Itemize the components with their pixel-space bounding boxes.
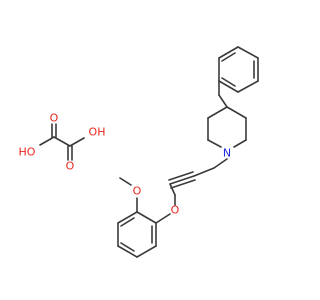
- molecule-drawing: N O O O O HO OH: [19, 46, 259, 258]
- ether-bonds: [155, 213, 171, 224]
- methoxy-bonds: [119, 177, 138, 213]
- bond: [136, 245, 157, 258]
- nitrogen-label: N: [223, 147, 231, 160]
- triple-bond-b: [168, 171, 194, 181]
- bond: [237, 46, 259, 59]
- aromatic-bond: [221, 52, 236, 62]
- bond: [226, 106, 247, 119]
- bond: [117, 211, 138, 224]
- oxalic-oxygen-top-label: O: [50, 112, 59, 125]
- butynyl-chain: [168, 158, 228, 206]
- bond: [233, 139, 247, 148]
- aromatic-bond: [221, 77, 236, 87]
- bond: [39, 136, 55, 146]
- bond: [69, 137, 85, 147]
- methoxy-oxygen-label: O: [133, 185, 142, 198]
- benzyl-phenyl-ring: [218, 46, 259, 93]
- bond: [218, 80, 239, 93]
- bond: [193, 167, 215, 177]
- bond: [53, 136, 71, 147]
- bond: [119, 177, 132, 186]
- bond: [136, 211, 157, 224]
- aromatic-bond: [120, 217, 135, 227]
- methoxyphenyl-ring: [117, 211, 157, 258]
- bond: [237, 80, 259, 93]
- bond: [169, 183, 176, 196]
- bond: [213, 158, 228, 169]
- structure-canvas: N O O O O HO OH: [18, 46, 259, 258]
- triple-bond-c: [170, 179, 196, 189]
- oxalic-acid: [39, 123, 85, 161]
- bond: [207, 139, 222, 148]
- oxalic-oxygen-bottom-label: O: [66, 160, 75, 173]
- bond: [218, 94, 228, 108]
- aromatic-bond: [120, 242, 135, 252]
- piperidine-ring: [207, 106, 247, 148]
- triple-bond-a: [169, 175, 195, 185]
- bond: [218, 46, 239, 59]
- bond: [207, 106, 228, 119]
- bond: [117, 245, 138, 258]
- bond: [155, 213, 171, 224]
- ether-oxygen-label: O: [171, 204, 180, 217]
- hydroxyl-right-label: OH: [89, 126, 106, 139]
- hydroxyl-left-label: HO: [19, 146, 36, 159]
- benzyl-ch2-bonds: [218, 80, 228, 108]
